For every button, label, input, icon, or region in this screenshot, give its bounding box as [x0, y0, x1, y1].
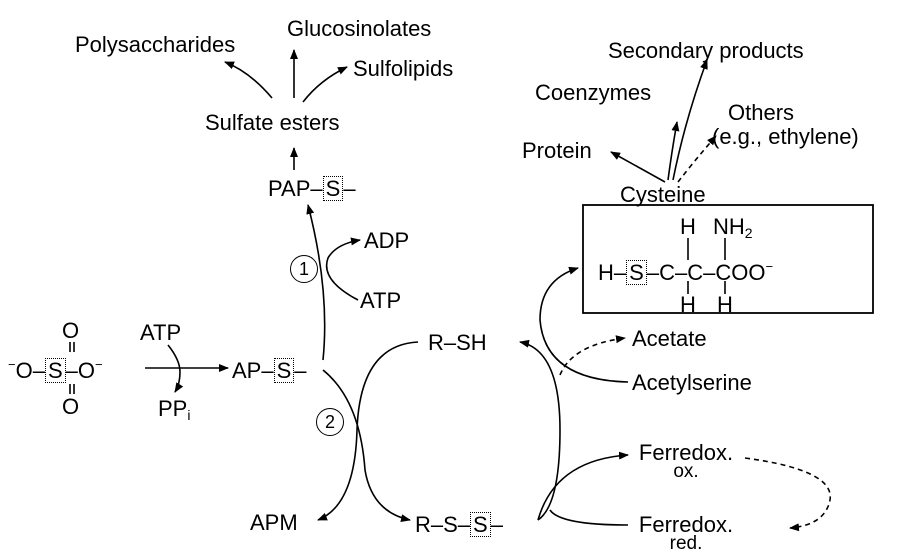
arrow-r-sh-to-apm	[317, 341, 419, 521]
cys-nh2: NH2	[713, 214, 753, 241]
pap-label: PAP	[268, 176, 311, 201]
arrow-rss-to-rsh	[519, 339, 561, 521]
arrow-acetylserine-to-cysteine	[539, 266, 629, 383]
sulfate-esters-label: Sulfate esters	[205, 110, 340, 135]
arrow-rss-to-ferredox-ox	[537, 451, 629, 521]
polysaccharides-label: Polysaccharides	[75, 32, 236, 57]
step-2-marker: 2	[316, 408, 344, 436]
sulfur-box: S	[44, 358, 66, 384]
glucosinolates-label: Glucosinolates	[287, 16, 432, 41]
sulfur-box: S	[626, 260, 647, 286]
others-label: Others (e.g., ethylene)	[712, 100, 859, 149]
arrow-ferredox-red-to-rss	[549, 509, 629, 526]
cys-h-bottom-2: H	[717, 292, 733, 317]
arrow-atp-adp	[325, 237, 361, 301]
ppi-label: PPi	[158, 396, 191, 423]
cys-backbone: H–S–C–C–COO−	[598, 259, 774, 286]
sulfur-box: S	[273, 358, 295, 384]
sulfur-box: S	[470, 512, 491, 538]
arrow-to-sulfolipids	[302, 66, 348, 103]
arrow-aps-to-paps	[306, 204, 326, 361]
r-s-s-molecule: R–S–S–	[415, 512, 503, 538]
ferredox-red-label: Ferredox. red.	[638, 512, 734, 554]
step-1-marker: 1	[290, 255, 318, 283]
cys-h-bottom-1: H	[680, 292, 696, 317]
arrow-to-secondary-products	[672, 59, 708, 181]
cys-h-top: H	[680, 214, 696, 239]
arrow-to-coenzymes	[667, 121, 680, 181]
adp-label: ADP	[364, 228, 410, 253]
acetylserine-label: Acetylserine	[632, 370, 752, 395]
apm-label: APM	[250, 510, 298, 535]
ferredox-ox-label: Ferredox. ox.	[638, 440, 734, 482]
aps-molecule: AP–S–	[232, 358, 307, 384]
arrow-to-others	[677, 135, 717, 183]
protein-label: Protein	[522, 138, 592, 163]
arrow-to-polysaccharides	[224, 61, 273, 99]
atp-label-activation: ATP	[140, 320, 182, 345]
arrow-atp-pp	[167, 344, 184, 393]
sulfate-o-bottom: O	[62, 394, 80, 419]
sulfate-ion: −O–S–O−	[8, 357, 103, 384]
ap-label: AP	[232, 358, 262, 383]
sulfur-box: S	[322, 176, 344, 202]
arrow-to-protein	[610, 151, 666, 183]
arrow-aps-to-rss	[322, 369, 411, 523]
secondary-products-label: Secondary products	[608, 38, 804, 63]
acetate-label: Acetate	[632, 326, 707, 351]
cysteine-structure-box	[582, 204, 874, 314]
sulfate-o-top: O	[62, 318, 80, 343]
coenzymes-label: Coenzymes	[535, 80, 652, 105]
sulfolipids-label: Sulfolipids	[353, 56, 454, 81]
cysteine-label: Cysteine	[620, 182, 706, 207]
r-sh-label: R–SH	[428, 330, 487, 355]
paps-molecule: PAP–S–	[268, 176, 356, 202]
atp-label-step1: ATP	[360, 288, 402, 313]
arrow-ferredox-ox-to-red	[744, 457, 831, 532]
